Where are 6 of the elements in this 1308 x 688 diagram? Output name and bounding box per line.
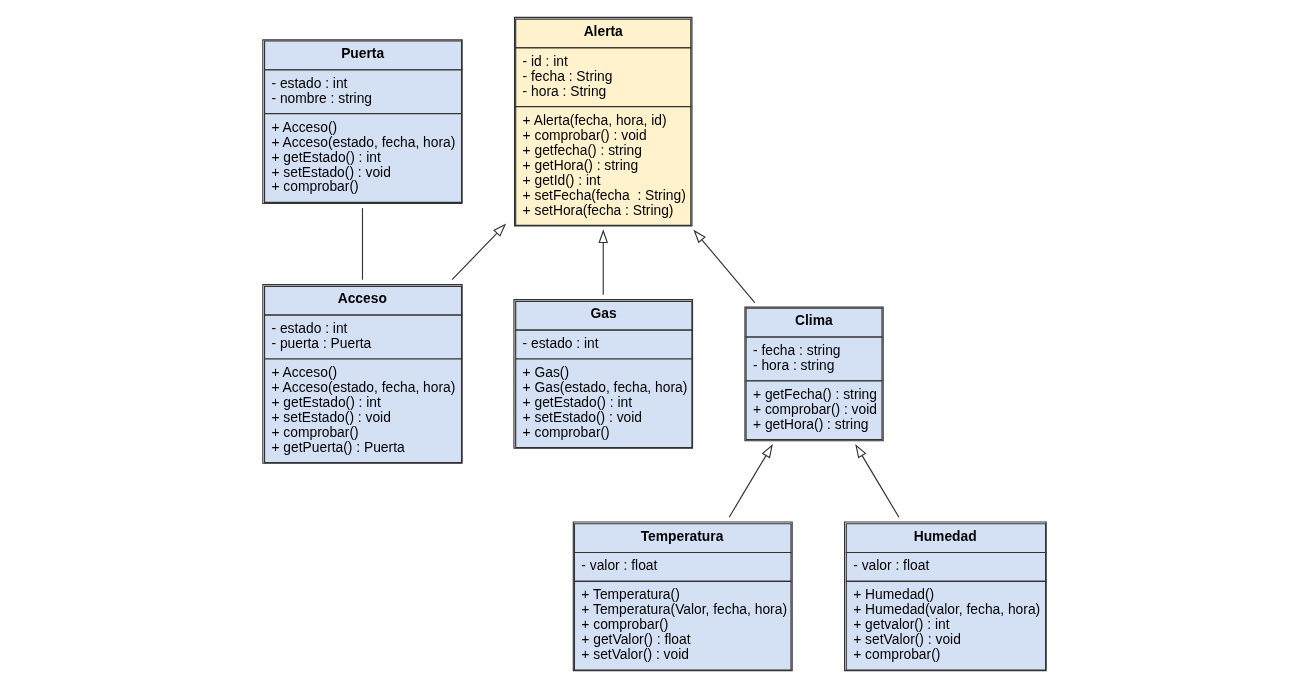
connector — [361, 207, 363, 281]
arrow — [451, 223, 506, 281]
arrow — [597, 229, 608, 296]
arrow — [692, 229, 755, 304]
arrow — [728, 444, 773, 518]
arrow — [854, 444, 899, 518]
